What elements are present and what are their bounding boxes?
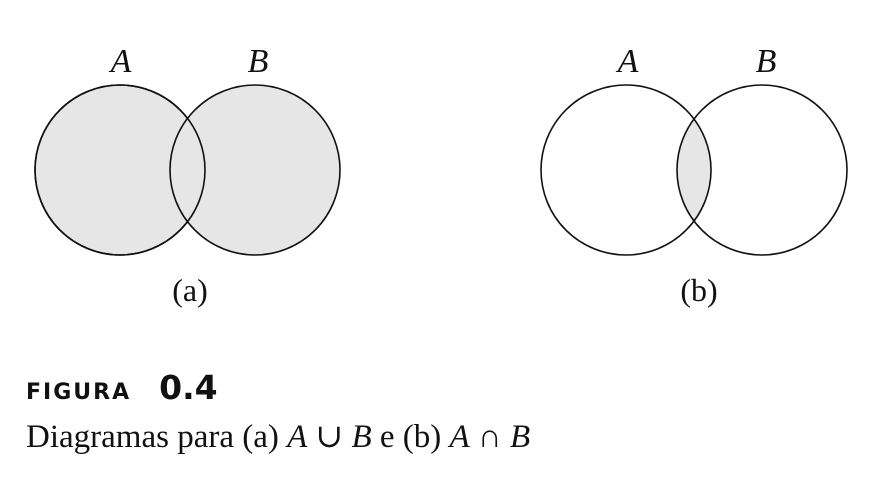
set-b-outline-a — [169, 84, 341, 256]
set-a-label-b: A — [616, 43, 639, 80]
caption-expr-union-left: A — [287, 419, 308, 455]
caption-prefix: Diagramas para (a) — [26, 419, 279, 455]
venn-panel-a-union: A B (a) — [34, 43, 341, 308]
set-b-region-a — [170, 85, 340, 255]
venn-panel-b-intersection: A B (b) — [540, 43, 848, 308]
caption-expr-union-right: B — [351, 419, 372, 455]
figure-number: 0.4 — [159, 368, 218, 407]
set-b-outline-b — [676, 84, 848, 256]
union-symbol: ∪ — [315, 419, 344, 455]
set-a-outline-a — [34, 84, 206, 256]
intersection-region-b — [677, 85, 711, 255]
figure-word: FIGURA — [26, 380, 132, 405]
figure-heading: FIGURA 0.4 — [26, 368, 218, 407]
panel-caption-a: (a) — [172, 272, 208, 308]
caption-middle: e (b) — [379, 419, 442, 455]
panel-caption-b: (b) — [680, 272, 717, 308]
intersection-symbol: ∩ — [477, 419, 502, 455]
set-a-label-a: A — [109, 43, 132, 80]
figure-caption: Diagramas para (a) A ∪ B e (b) A ∩ B — [26, 416, 530, 456]
caption-expr-intersection-left: A — [449, 419, 470, 455]
set-b-label-b: B — [756, 43, 777, 80]
set-b-label-a: B — [248, 43, 269, 80]
venn-diagram-figure: A B (a) A B (b) — [34, 43, 848, 308]
set-a-outline-b — [540, 84, 712, 256]
caption-expr-intersection-right: B — [510, 419, 531, 455]
